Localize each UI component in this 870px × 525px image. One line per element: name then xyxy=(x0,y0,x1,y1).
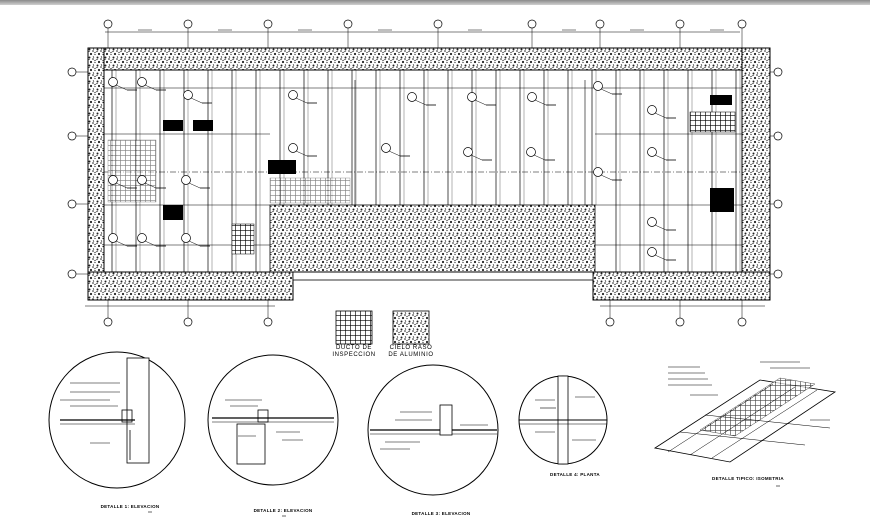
lamp xyxy=(463,147,473,157)
axis-bubble xyxy=(263,19,273,29)
axis-bubble xyxy=(103,19,113,29)
bottom-wall-left xyxy=(87,271,294,301)
lamp xyxy=(183,90,193,100)
bottom-axis-row xyxy=(85,300,765,327)
lamp xyxy=(593,167,603,177)
detail-5-isometric: DETALLE TIPICO: ISOMETRIA xyxy=(653,361,837,487)
ceiling-ducts xyxy=(107,95,736,255)
lamp xyxy=(108,233,118,243)
legend-swatch-inspection xyxy=(335,310,373,345)
axis-bubble xyxy=(737,19,747,29)
axis-bubble xyxy=(773,199,783,209)
central-hatched-zone xyxy=(269,204,596,273)
lamp xyxy=(647,105,657,115)
legend-aluminum-line1: CIELO RASO xyxy=(390,345,433,351)
lamp xyxy=(593,81,603,91)
detail-2-elevation: DETALLE 2: ELEVACION xyxy=(207,354,339,517)
lamp xyxy=(181,233,191,243)
axis-bubble xyxy=(773,269,783,279)
axis-bubble xyxy=(67,131,77,141)
detail-4-title: DETALLE 4: PLANTA xyxy=(550,472,600,477)
lamp xyxy=(108,175,118,185)
ceiling-panel-lines xyxy=(104,80,742,246)
detail-1-elevation: DETALLE 1: ELEVACION xyxy=(48,351,186,513)
axis-bubble xyxy=(433,19,443,29)
axis-bubble xyxy=(263,317,273,327)
detail-1-title: DETALLE 1: ELEVACION xyxy=(101,504,160,509)
axis-bubble xyxy=(605,317,615,327)
lamp xyxy=(407,92,417,102)
left-wall xyxy=(87,47,105,301)
axis-bubble xyxy=(737,317,747,327)
legend: DUCTO DE INSPECCION CIELO RASO DE ALUMIN… xyxy=(332,310,433,358)
lamp xyxy=(647,147,657,157)
lamp xyxy=(647,217,657,227)
axis-bubble xyxy=(343,19,353,29)
detail-2-title: DETALLE 2: ELEVACION xyxy=(254,508,313,513)
left-axis-column xyxy=(67,67,88,279)
axis-bubble xyxy=(183,317,193,327)
floor-plan xyxy=(87,47,771,301)
axis-bubble xyxy=(67,199,77,209)
legend-inspection-line2: INSPECCION xyxy=(332,352,375,358)
axis-bubble xyxy=(527,19,537,29)
lamp xyxy=(288,90,298,100)
axis-bubble xyxy=(67,269,77,279)
lamp xyxy=(467,92,477,102)
lamp xyxy=(137,233,147,243)
window-top-bar xyxy=(0,0,870,5)
detail-5-title: DETALLE TIPICO: ISOMETRIA xyxy=(712,476,784,481)
lamp xyxy=(381,143,391,153)
lamp xyxy=(527,92,537,102)
axis-bubble xyxy=(595,19,605,29)
axis-bubble xyxy=(675,19,685,29)
detail-3-title: DETALLE 3: ELEVACION xyxy=(412,511,471,516)
ceiling-lamps xyxy=(108,77,676,261)
right-axis-column xyxy=(770,67,783,279)
legend-aluminum-line2: DE ALUMINIO xyxy=(388,352,433,358)
lamp xyxy=(181,175,191,185)
lamp xyxy=(526,147,536,157)
lamp xyxy=(108,77,118,87)
top-wall xyxy=(87,47,771,71)
detail-4-plan: DETALLE 4: PLANTA xyxy=(518,375,608,477)
lamp xyxy=(137,175,147,185)
axis-bubble xyxy=(773,131,783,141)
axis-bubble xyxy=(183,19,193,29)
ceiling-runners xyxy=(111,70,741,272)
top-axis-row xyxy=(103,19,747,48)
axis-bubble xyxy=(675,317,685,327)
legend-swatch-aluminum xyxy=(392,310,430,345)
bottom-strip xyxy=(292,271,594,281)
lamp xyxy=(288,143,298,153)
legend-inspection-line1: DUCTO DE xyxy=(336,345,372,351)
axis-bubble xyxy=(103,317,113,327)
right-wall xyxy=(741,47,771,301)
axis-bubble xyxy=(773,67,783,77)
bottom-wall-right xyxy=(592,271,771,301)
lamp xyxy=(647,247,657,257)
detail-3-elevation: DETALLE 3: ELEVACION xyxy=(367,364,499,516)
axis-bubble xyxy=(67,67,77,77)
lamp xyxy=(137,77,147,87)
